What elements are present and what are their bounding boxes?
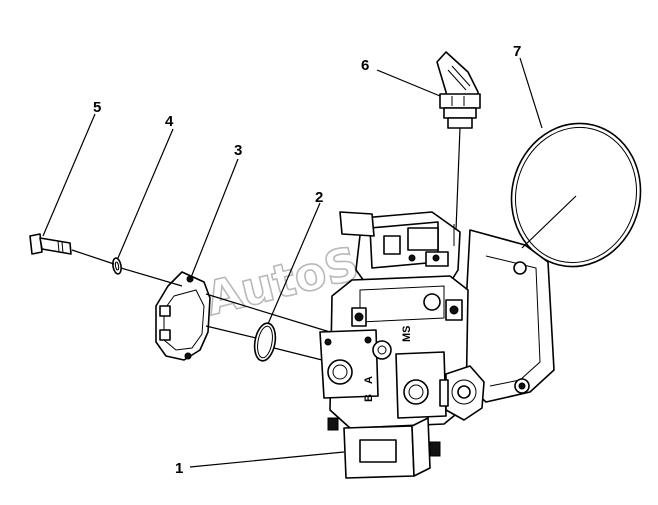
port-b-marking: B: [363, 394, 375, 402]
part-1-pump-body: A B MS: [319, 211, 555, 479]
part-4-washer: [112, 257, 122, 275]
callout-4: 4: [165, 113, 174, 130]
callouts: 1 2 3 4 5 6 7: [93, 43, 521, 477]
callout-3: 3: [234, 142, 242, 159]
callout-6: 6: [361, 57, 369, 74]
port-a-marking: A: [363, 376, 375, 384]
assembly-lines: [71, 127, 461, 361]
part-7-seal-ring: [510, 122, 642, 268]
callout-1: 1: [175, 460, 183, 477]
ms-marking: MS: [401, 326, 413, 343]
part-2-o-ring: [253, 322, 277, 362]
part-3-flange: [155, 271, 211, 361]
callout-2: 2: [315, 189, 323, 206]
part-5-bolt: [29, 233, 72, 255]
leader-lines: [42, 57, 577, 468]
callout-5: 5: [93, 99, 101, 116]
callout-7: 7: [513, 43, 521, 60]
part-6-elbow-fitting: [436, 51, 481, 129]
